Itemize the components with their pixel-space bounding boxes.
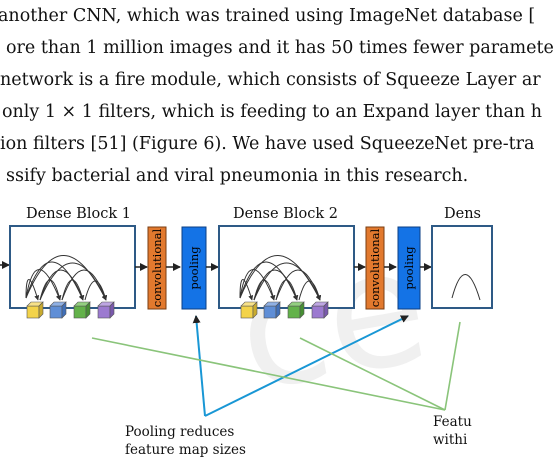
feature-cube-purple-1	[97, 301, 115, 319]
pooling-layer-1	[181, 226, 207, 310]
feature-cube-blue-2	[263, 301, 281, 319]
feature-note-line-1: Featu	[433, 414, 472, 430]
transition-layer-1: convolutional pooling	[147, 226, 207, 310]
pooling-label-1: pooling	[187, 246, 201, 290]
feature-cube-yellow-2	[240, 301, 258, 319]
dense-block-3-title: Dens	[444, 206, 481, 222]
pooling-note-line-2: feature map sizes	[125, 442, 246, 458]
feature-cube-yellow-1	[26, 301, 44, 319]
paper-paragraph: another CNN, which was trained using Ima…	[0, 0, 554, 195]
paragraph-line-6: ssify bacterial and viral pneumonia in t…	[6, 166, 469, 186]
dense-connection-arc-3	[451, 274, 481, 301]
densenet-figure: ce	[0, 211, 493, 427]
paragraph-line-3: network is a fire module, which consists…	[0, 70, 541, 90]
feature-cube-green-1	[73, 301, 91, 319]
convolutional-layer-2	[365, 226, 385, 310]
paragraph-line-1: another CNN, which was trained using Ima…	[0, 6, 536, 26]
feature-note-line-2: withi	[433, 432, 468, 448]
pooling-note-line-1: Pooling reduces	[125, 424, 235, 440]
dense-block-1-title: Dense Block 1	[26, 206, 131, 222]
convolutional-layer-1	[147, 226, 167, 310]
dense-block-3	[431, 225, 493, 309]
feature-cube-purple-2	[311, 301, 329, 319]
convolutional-label-2: convolutional	[368, 228, 382, 307]
paragraph-line-5: ion filters [51] (Figure 6). We have use…	[0, 134, 535, 154]
pooling-label-2: pooling	[402, 246, 416, 290]
feature-callout-arrows	[91, 321, 461, 411]
pooling-note: Pooling reduces feature map sizes	[125, 424, 246, 458]
paragraph-line-2: ore than 1 million images and it has 50 …	[6, 38, 554, 58]
dense-connection-arcs-1	[25, 255, 108, 301]
dense-connection-arcs-2	[239, 255, 322, 301]
feature-cube-green-2	[287, 301, 305, 319]
dense-block-1	[9, 225, 136, 319]
pooling-layer-2	[397, 226, 421, 310]
paragraph-line-4: only 1 × 1 filters, which is feeding to …	[2, 102, 543, 122]
convolutional-label-1: convolutional	[150, 228, 164, 307]
pooling-callout-arrows	[192, 315, 409, 417]
dense-block-2	[218, 225, 355, 319]
feature-note: Featu withi	[433, 414, 472, 448]
dense-block-2-title: Dense Block 2	[233, 206, 338, 222]
transition-layer-2: convolutional pooling	[365, 226, 421, 310]
feature-cube-blue-1	[49, 301, 67, 319]
